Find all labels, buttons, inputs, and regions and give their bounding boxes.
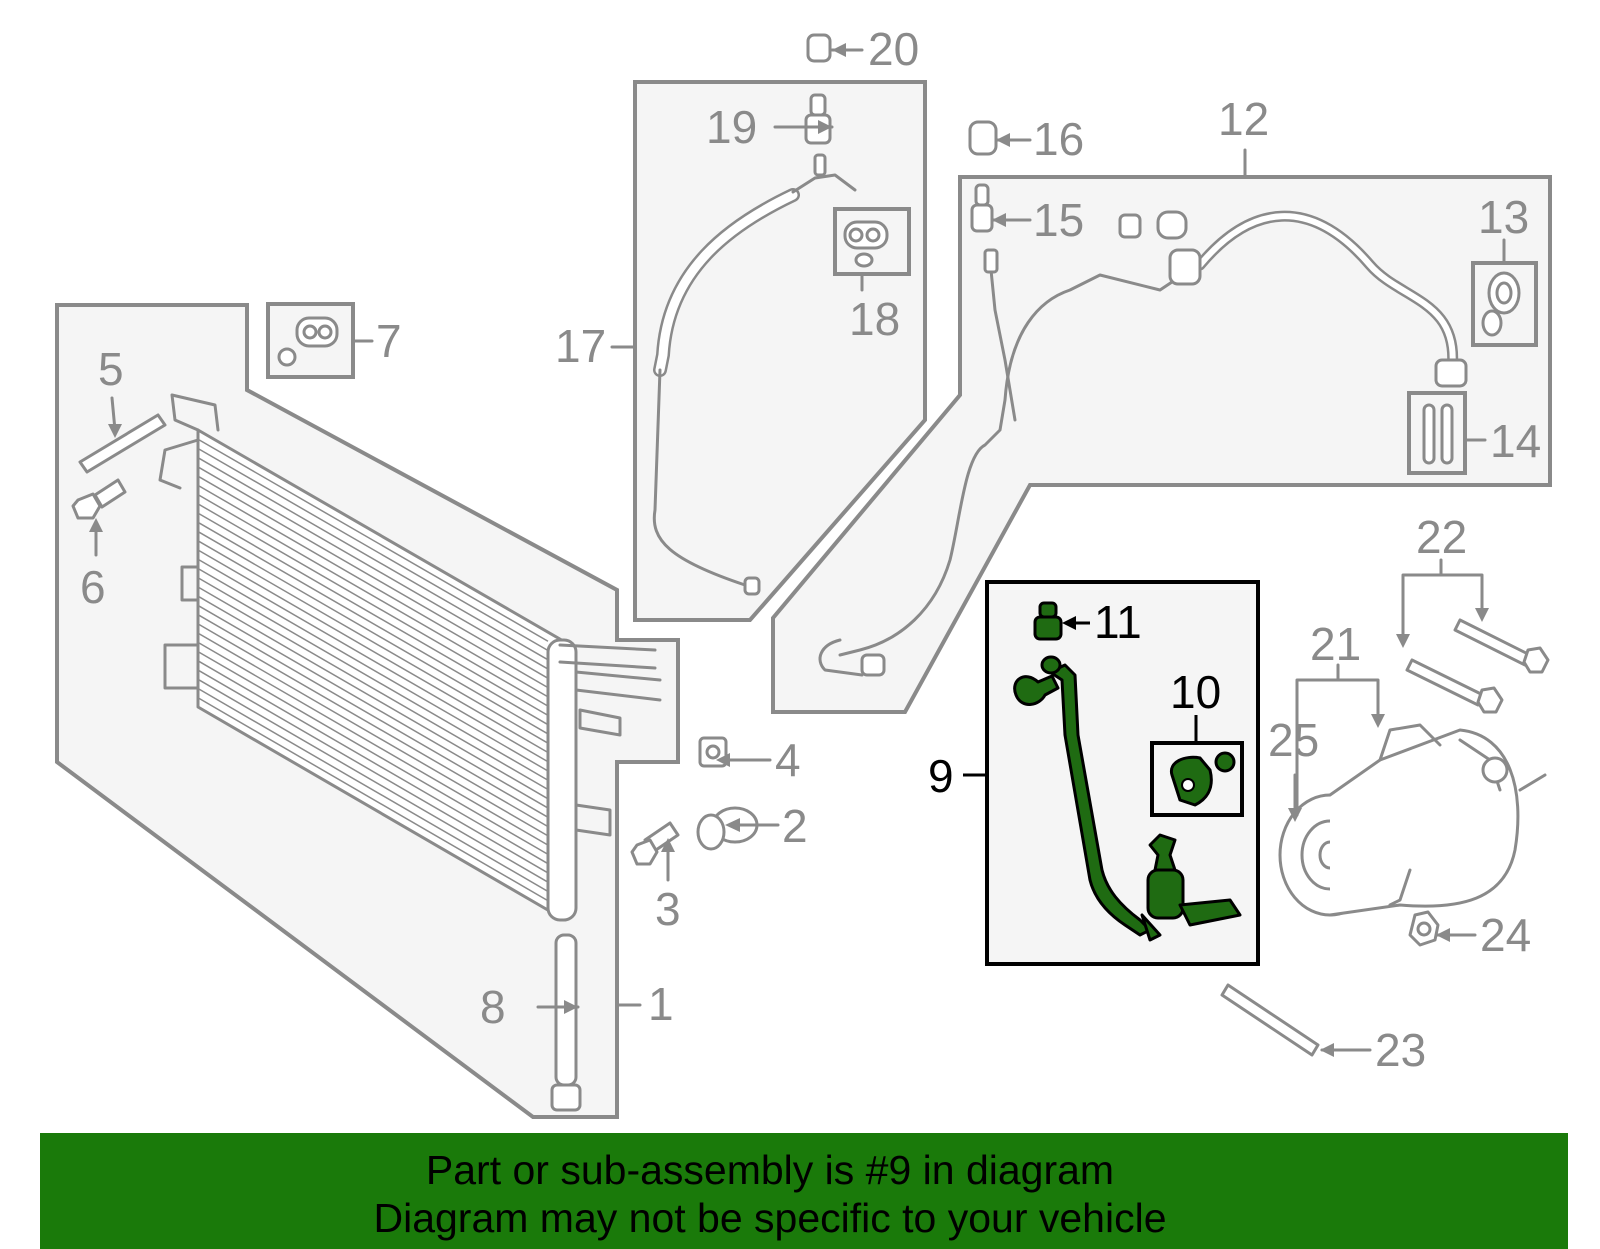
callout-24[interactable]: 24: [1480, 909, 1531, 961]
condenser-fin: [197, 650, 549, 856]
bushing-part-2[interactable]: [696, 806, 759, 851]
pressure-switch-part-15[interactable]: [970, 183, 994, 233]
pin-part-23[interactable]: [1220, 983, 1320, 1057]
bolt-part-22b[interactable]: [1405, 658, 1504, 714]
callout-1[interactable]: 1: [648, 978, 674, 1030]
suction-line-part[interactable]: [818, 210, 1468, 677]
condenser-fin: [197, 457, 549, 661]
banner-line-disclaimer: Diagram may not be specific to your vehi…: [373, 1195, 1167, 1241]
nut-clip-part-4[interactable]: [698, 736, 728, 768]
receiver-drier-part[interactable]: [550, 933, 582, 1112]
condenser-fin: [197, 475, 549, 679]
condenser-fin: [197, 669, 549, 874]
liquid-line-part-9[interactable]: [1013, 655, 1242, 942]
leader-lines: [89, 43, 1506, 1057]
bolt-part-6[interactable]: [71, 478, 127, 520]
info-banner: Part or sub-assembly is #9 in diagram Di…: [40, 1133, 1568, 1249]
condenser-fin: [197, 503, 549, 707]
valve-cap-part-20[interactable]: [806, 33, 832, 63]
callout-12[interactable]: 12: [1218, 93, 1269, 145]
callout-9[interactable]: 9: [928, 750, 954, 802]
callout-14[interactable]: 14: [1490, 415, 1541, 467]
bolt-part-3[interactable]: [630, 821, 680, 866]
bolt-part-22a[interactable]: [1453, 618, 1550, 674]
callout-15[interactable]: 15: [1033, 194, 1084, 246]
condenser-fin: [197, 614, 549, 818]
condenser-fin: [197, 604, 549, 809]
callout-20[interactable]: 20: [868, 23, 919, 75]
condenser-fin: [197, 484, 549, 689]
condenser-fin: [197, 493, 549, 698]
suction-line-group-box: [771, 175, 1552, 714]
condenser-fin: [197, 697, 549, 902]
condenser-fin: [197, 558, 549, 763]
callout-11[interactable]: 11: [1094, 596, 1142, 648]
condenser-fin: [197, 623, 549, 828]
callout-10[interactable]: 10: [1170, 666, 1221, 718]
callout-25[interactable]: 25: [1268, 714, 1319, 766]
seal-rings-7: [277, 316, 339, 367]
condenser-fin: [197, 687, 549, 893]
condenser-fin: [197, 595, 549, 800]
callout-16[interactable]: 16: [1033, 113, 1084, 165]
condenser-fin: [197, 678, 549, 883]
pin-part-5[interactable]: [78, 413, 167, 474]
condenser-fin: [197, 660, 549, 865]
callout-2[interactable]: 2: [782, 800, 808, 852]
callout-22[interactable]: 22: [1416, 511, 1467, 563]
nut-part-24[interactable]: [1408, 910, 1440, 947]
seal-rings-13: [1481, 271, 1521, 337]
condenser-fin: [197, 521, 549, 726]
pressure-switch-part-19[interactable]: [804, 93, 832, 145]
callout-19[interactable]: 19: [706, 101, 757, 153]
valve-cap-part-16[interactable]: [968, 120, 998, 156]
tube-box-14: [1407, 391, 1467, 475]
discharge-hose-part[interactable]: [652, 153, 857, 596]
condenser-fin: [197, 512, 549, 717]
compressor-part[interactable]: [1278, 723, 1547, 917]
condenser-fin: [197, 540, 549, 744]
condenser-fin: [197, 447, 549, 652]
callout-numbers: 1 2 3 4 5 6 7 8 9 10 11 12 13 14 15 16 1…: [80, 23, 1541, 1076]
callout-18[interactable]: 18: [849, 293, 900, 345]
callout-21[interactable]: 21: [1310, 618, 1361, 670]
banner-line-part-reference: Part or sub-assembly is #9 in diagram: [425, 1147, 1115, 1193]
tubes-14: [1422, 403, 1454, 465]
callout-8[interactable]: 8: [480, 981, 506, 1033]
seal-rings-18: [843, 220, 889, 268]
callout-23[interactable]: 23: [1375, 1024, 1426, 1076]
callout-5[interactable]: 5: [98, 343, 124, 395]
callout-4[interactable]: 4: [775, 734, 801, 786]
callout-3[interactable]: 3: [655, 883, 681, 935]
callout-17[interactable]: 17: [555, 320, 606, 372]
condenser-fin: [197, 567, 549, 772]
callout-13[interactable]: 13: [1478, 191, 1529, 243]
callout-6[interactable]: 6: [80, 561, 106, 613]
condenser-fin: [197, 632, 549, 837]
condenser-fin: [197, 438, 549, 642]
condenser-fin: [197, 549, 549, 754]
condenser-fin: [197, 586, 549, 791]
condenser-fin: [197, 530, 549, 735]
condenser-fin: [197, 641, 549, 846]
condenser-fin: [197, 577, 549, 781]
condenser-fin: [197, 466, 549, 670]
seal-kit-part-10[interactable]: [1169, 751, 1236, 807]
callout-7[interactable]: 7: [376, 315, 402, 367]
pressure-switch-part-11[interactable]: [1033, 601, 1063, 641]
condenser-part[interactable]: [158, 393, 662, 922]
